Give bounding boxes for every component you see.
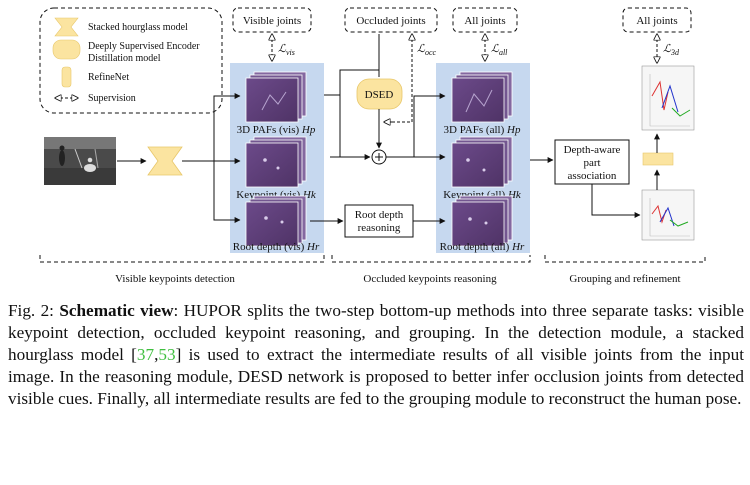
caption-cite-sep: , [154, 345, 159, 364]
detection-bracket [39, 255, 325, 263]
legend-frame [39, 7, 223, 114]
root-depth-reasoning-label-2: reasoning [358, 222, 401, 234]
pipeline-diagram: Stacked hourglass model Deeply Supervise… [39, 7, 706, 285]
all-pafs-label: 3D PAFs (all) Hp [444, 124, 521, 136]
detection-section-label: Visible keypoints detection [115, 273, 235, 285]
loss-all: ℒall [491, 43, 508, 57]
root-depth-reasoning-label-1: Root depth [355, 209, 404, 221]
hourglass-to-root-arrow [213, 161, 241, 223]
legend-desed-label-1: Deeply Supervised Encoder [88, 41, 200, 52]
loss-vis: ℒvis [278, 43, 295, 57]
all-pafs-map [451, 71, 513, 123]
legend-supervision-label: Supervision [88, 93, 136, 104]
legend-refinenet-label: RefineNet [88, 72, 129, 83]
visible-root-label: Root depth (vis) Hr [233, 241, 320, 253]
grouping-label-3: association [568, 170, 617, 182]
sum-to-pafs-all-arrow [413, 93, 446, 157]
refinenet-legend-icon [61, 66, 72, 88]
initial-pose-plot [641, 189, 695, 241]
caption-prefix: Fig. 2: [8, 301, 54, 320]
supervision-visible: Visible joints ℒvis [232, 7, 312, 61]
caption-title: Schematic view [59, 301, 174, 320]
hourglass-legend-icon [54, 17, 79, 37]
refined-pose-plot [641, 65, 695, 131]
visible-pafs-label: 3D PAFs (vis) Hp [237, 124, 316, 136]
root-depth-reasoning-box [344, 204, 414, 238]
desed-label: DSED [365, 89, 394, 101]
grouping-section-label: Grouping and refinement [569, 273, 680, 285]
occluded-joints-label: Occluded joints [356, 15, 425, 27]
all-root-label: Root depth (all) Hr [440, 241, 525, 253]
all-root-map [451, 195, 513, 247]
grouping-to-pose-arrow [591, 184, 641, 218]
grouping-box [554, 139, 630, 185]
citation-37[interactable]: 37 [136, 345, 155, 364]
final-joints-box [622, 7, 692, 33]
visible-joints-box [232, 7, 312, 33]
legend-desed-label-2: Distillation model [88, 53, 161, 64]
caption-text-2: ] is used to extract the intermediate re… [8, 345, 744, 408]
final-joints-label: All joints [636, 15, 677, 27]
grouping-label-1: Depth-aware [564, 144, 621, 156]
supervision-all: All joints ℒall [452, 7, 518, 61]
refinenet-module [642, 152, 674, 166]
supervision-final: All joints ℒ3d [622, 7, 692, 63]
legend: Stacked hourglass model Deeply Supervise… [39, 7, 223, 114]
reasoning-bracket [331, 255, 531, 263]
all-joints-label: All joints [464, 15, 505, 27]
loss-occ: ℒocc [417, 43, 436, 57]
visible-pafs-map [245, 71, 307, 123]
figure-caption: Fig. 2: Schematic view: HUPOR splits the… [8, 300, 744, 410]
input-image [44, 137, 116, 185]
all-joints-box [452, 7, 518, 33]
citation-53[interactable]: 53 [158, 345, 176, 364]
keypoint-to-desed-line [330, 95, 341, 158]
loss-3d: ℒ3d [663, 43, 680, 57]
reasoning-section-label: Occluded keypoints reasoning [363, 273, 497, 285]
grouping-bracket [544, 255, 706, 263]
visible-keypoint-map [245, 136, 307, 188]
caption-text-1: : HUPOR splits the two-step bottom-up me… [8, 301, 745, 364]
hourglass-to-pafs-arrow [213, 93, 241, 161]
supervision-occluded: Occluded joints ℒocc [344, 7, 438, 123]
hourglass-model [147, 146, 183, 176]
occluded-supervision-line [384, 34, 413, 123]
legend-hourglass-label: Stacked hourglass model [88, 22, 188, 33]
desed-legend-icon [52, 39, 81, 60]
visible-root-map [245, 195, 307, 247]
pafs-to-desed-line [324, 69, 379, 96]
occluded-joints-box [344, 7, 438, 33]
grouping-label-2: part [583, 157, 600, 169]
visible-joints-label: Visible joints [243, 15, 301, 27]
all-keypoint-map [451, 136, 513, 188]
